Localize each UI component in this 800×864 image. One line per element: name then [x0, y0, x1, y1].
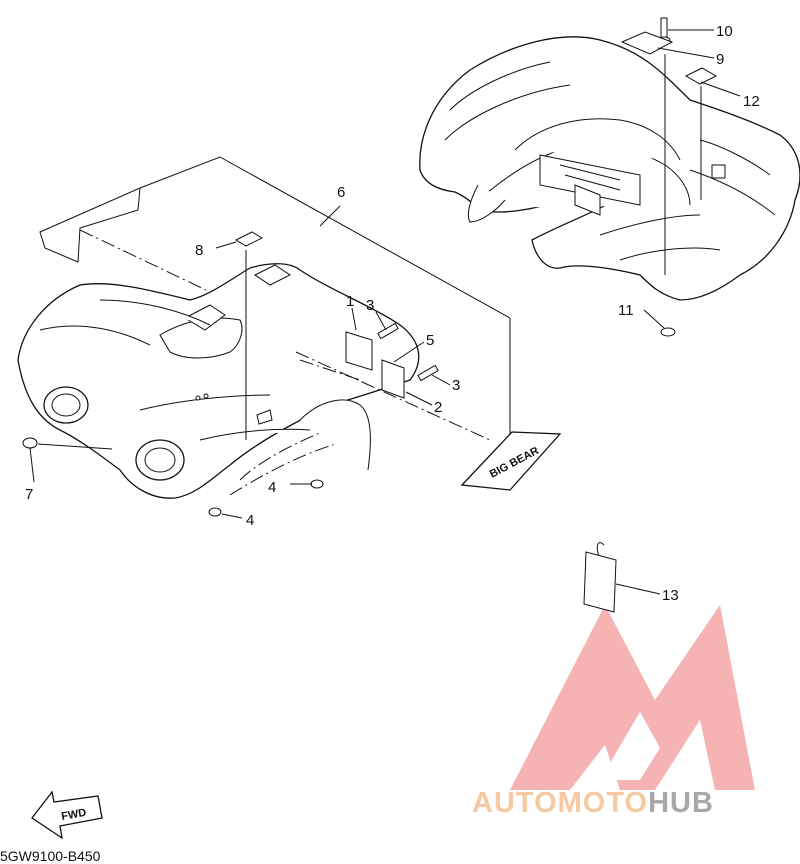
watermark-hub: HUB — [648, 787, 714, 819]
fwd-arrow: FWD — [31, 790, 103, 840]
watermark-text: AUTOMOTOHUB — [472, 787, 714, 819]
part-11-grommet — [660, 327, 676, 337]
callout-3-lower: 3 — [452, 377, 460, 394]
callout-10: 10 — [716, 23, 733, 40]
callout-8: 8 — [195, 242, 203, 259]
callout-6: 6 — [337, 184, 345, 201]
callout-12: 12 — [743, 93, 760, 110]
part-3-bolt-upper — [377, 322, 399, 340]
part-12-decal — [684, 67, 718, 85]
part-5-bracket — [381, 359, 405, 399]
fwd-label: FWD — [60, 807, 87, 823]
part-1-bracket — [345, 331, 373, 371]
callout-11: 11 — [618, 302, 634, 319]
callout-4-left: 4 — [246, 512, 254, 529]
leader-lines — [29, 29, 741, 595]
rear-fender — [419, 36, 800, 301]
callout-1: 1 — [346, 293, 354, 310]
callout-5: 5 — [426, 332, 434, 349]
part-13-tag — [583, 542, 617, 613]
callout-4-right: 4 — [268, 479, 276, 496]
front-fender — [17, 263, 420, 499]
callout-labels: 10 9 12 11 6 8 1 3 5 3 2 4 4 7 13 — [25, 23, 760, 604]
part-8-decal — [234, 231, 264, 247]
callout-3-upper: 3 — [366, 297, 374, 314]
callout-13: 13 — [662, 587, 679, 604]
diagram-code: 5GW9100-B450 — [0, 848, 101, 864]
callout-7: 7 — [25, 486, 33, 503]
watermark-auto: AUTOMOTO — [472, 787, 648, 819]
callout-9: 9 — [716, 51, 724, 68]
part-3-bolt-lower — [417, 364, 439, 382]
callout-2: 2 — [434, 399, 442, 416]
part-4-nut-right — [310, 479, 324, 489]
watermark-logo — [510, 605, 755, 790]
part-4-nut-left — [208, 507, 222, 517]
part-7-grommet — [22, 437, 38, 449]
